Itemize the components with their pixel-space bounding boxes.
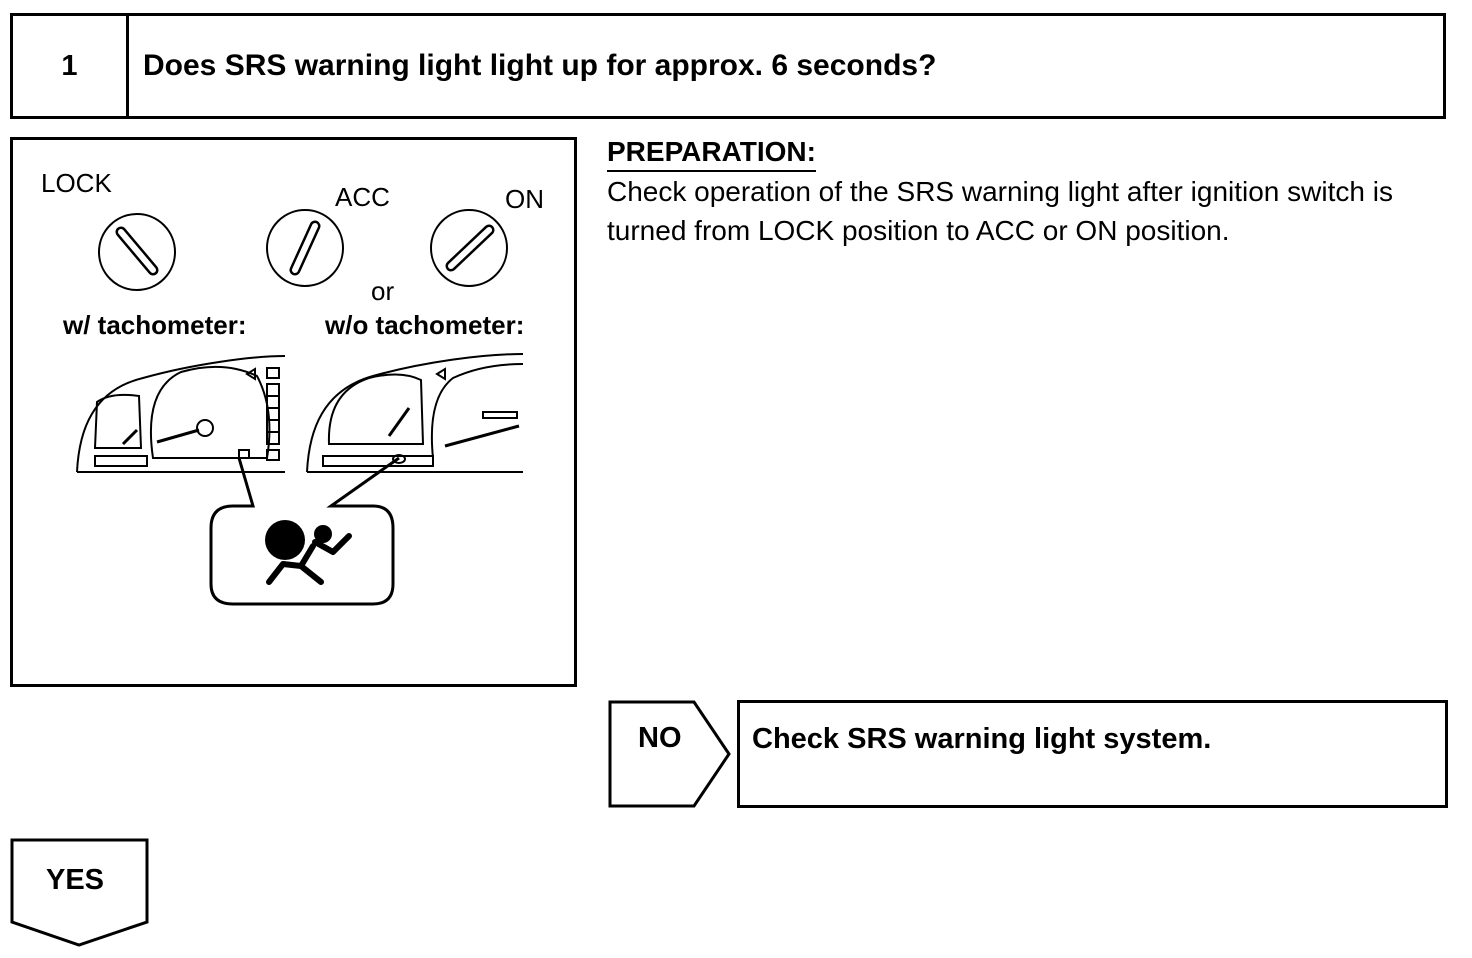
combination-meter-with-tachometer-icon (76, 355, 286, 473)
switch-label-on: ON (505, 184, 544, 214)
ignition-key-on-icon (430, 209, 508, 287)
no-branch-arrow (608, 700, 731, 808)
srs-callout (209, 456, 400, 606)
switch-label-lock: LOCK (41, 168, 112, 198)
srs-airbag-warning-icon (265, 520, 352, 585)
switch-label-acc: ACC (335, 182, 390, 212)
illustration-drawing (76, 209, 524, 606)
combination-meter-without-tachometer-icon (306, 353, 524, 473)
no-branch-result: Check SRS warning light system. (737, 700, 1448, 808)
step-question: Does SRS warning light light up for appr… (143, 49, 937, 82)
illustration-frame: LOCK ACC ON or w/ tachometer: w/o tachom… (10, 137, 577, 687)
preparation-text: Check operation of the SRS warning light… (607, 176, 1393, 246)
ignition-key-acc-icon (266, 209, 344, 287)
step-number: 1 (13, 16, 129, 116)
with-tachometer-label: w/ tachometer: (63, 310, 247, 340)
or-label: or (371, 276, 395, 306)
preparation-heading: PREPARATION: (607, 136, 816, 172)
yes-branch-arrow (10, 838, 149, 947)
ignition-key-lock-icon (98, 213, 176, 291)
without-tachometer-label: w/o tachometer: (325, 310, 525, 340)
step-header: 1 Does SRS warning light light up for ap… (10, 13, 1446, 119)
no-branch-label: NO (638, 722, 682, 754)
yes-branch-label: YES (46, 864, 105, 896)
